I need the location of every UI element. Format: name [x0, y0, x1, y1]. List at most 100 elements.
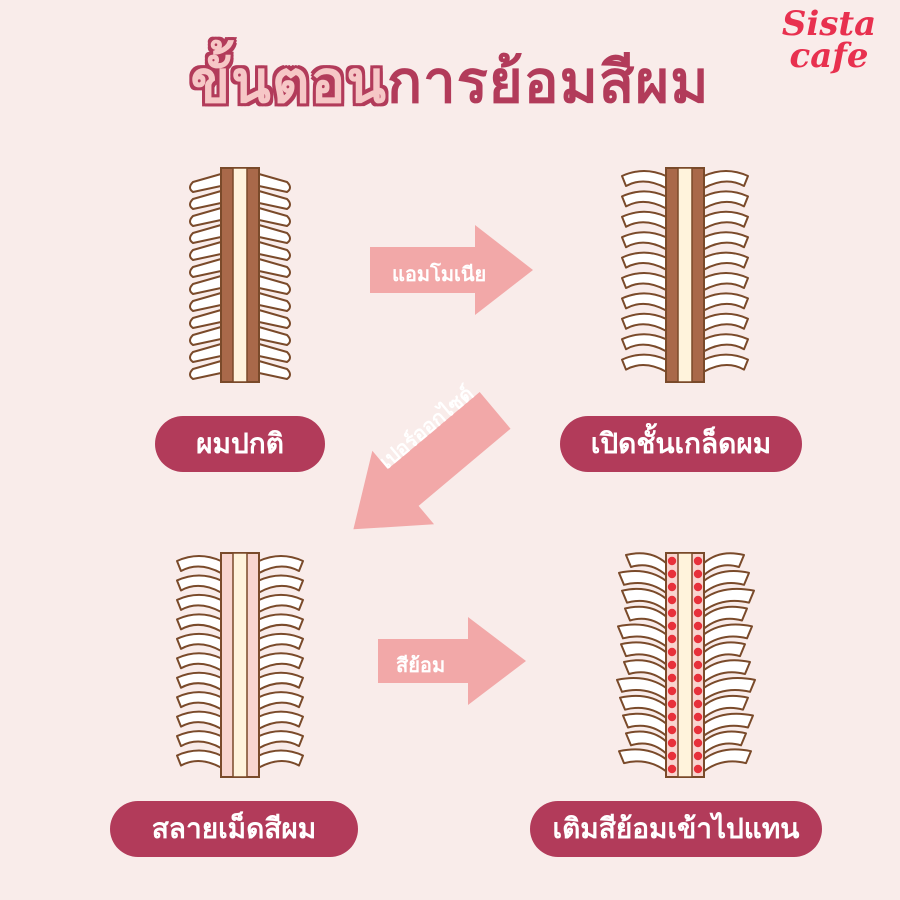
cuticle-scale	[703, 170, 749, 189]
cuticle-scale	[703, 659, 751, 683]
dye-molecule	[693, 608, 703, 618]
cuticle-scale	[189, 360, 222, 380]
dye-molecule	[693, 686, 703, 696]
cuticle-scale	[176, 710, 222, 730]
cuticle-scale	[625, 730, 667, 755]
cuticle-scale	[258, 613, 304, 633]
cuticle-scale	[176, 671, 222, 691]
cuticle-scale	[619, 694, 667, 719]
dye-molecule	[693, 595, 703, 605]
cuticle-scale	[189, 190, 222, 210]
cuticle-scale	[621, 353, 667, 373]
cuticle-scale	[189, 207, 222, 227]
cuticle-scale	[621, 272, 667, 291]
dye-molecule	[693, 647, 703, 657]
cuticle-scale	[176, 555, 222, 574]
cuticle-scale	[258, 207, 291, 227]
cuticle-scale	[703, 251, 749, 271]
cuticle-scale	[703, 333, 749, 353]
cuticle-scale	[616, 677, 667, 701]
dye-molecule	[667, 621, 677, 631]
dye-molecule	[667, 647, 677, 657]
dye-molecule	[667, 712, 677, 722]
hair-medulla	[677, 552, 693, 778]
arrow-diagonal-icon	[353, 391, 511, 530]
logo-line-2: cafe	[789, 36, 869, 76]
cuticle-scale	[621, 333, 667, 353]
cuticle-scale	[703, 605, 748, 630]
cuticle-scale	[625, 552, 667, 576]
cuticle-scale	[703, 190, 749, 210]
dye-molecule	[667, 634, 677, 644]
hair-dye-filled-illustration	[616, 552, 756, 778]
cuticle-scale	[258, 224, 291, 244]
cuticle-scale	[258, 632, 304, 652]
step-label-pigment-removed: สลายเม็ดสีผม	[110, 801, 358, 857]
cuticle-scale	[622, 712, 667, 737]
cuticle-scale	[189, 309, 222, 329]
cuticle-scale	[621, 292, 667, 312]
cuticle-scale	[258, 343, 291, 363]
cuticle-scale	[703, 712, 754, 737]
dye-molecule	[693, 556, 703, 566]
cuticle-scale	[176, 730, 222, 750]
sistacafe-logo: Sista cafe	[774, 4, 884, 76]
hair-open-cuticle-illustration	[621, 167, 749, 383]
cuticle-scale	[703, 353, 749, 373]
cuticle-scale	[703, 623, 753, 648]
dye-molecule	[693, 699, 703, 709]
dye-molecule	[667, 582, 677, 592]
cuticle-scale	[176, 749, 222, 769]
cuticle-scale	[624, 605, 667, 630]
cuticle-scale	[703, 272, 749, 291]
cuticle-scale	[176, 691, 222, 711]
cuticle-scale	[258, 710, 304, 730]
cuticle-scale	[258, 326, 291, 346]
cuticle-scale	[621, 587, 667, 612]
dye-molecule	[667, 556, 677, 566]
cuticle-scale	[703, 292, 749, 312]
cuticle-scale	[617, 623, 667, 648]
dye-molecule	[693, 751, 703, 761]
hair-medulla	[232, 167, 248, 383]
cuticle-scale	[703, 552, 745, 576]
arrow-right-icon	[378, 617, 526, 705]
dye-molecule	[693, 660, 703, 670]
cuticle-scale	[189, 258, 222, 278]
cuticle-scale	[621, 231, 667, 251]
cuticle-scale	[258, 258, 291, 278]
cuticle-scale	[621, 170, 667, 189]
dye-molecule	[693, 621, 703, 631]
cuticle-scale	[620, 641, 667, 666]
cuticle-scale	[623, 659, 667, 683]
cuticle-scale	[258, 652, 304, 672]
step-label-text: สลายเม็ดสีผม	[151, 812, 317, 845]
hair-medulla	[677, 167, 693, 383]
cuticle-scale	[258, 360, 291, 380]
cuticle-scale	[176, 574, 222, 594]
cuticle-scale	[621, 190, 667, 210]
dye-molecule	[693, 582, 703, 592]
dye-molecule	[667, 738, 677, 748]
cuticle-scale	[703, 587, 755, 612]
hair-medulla	[232, 552, 248, 778]
cuticle-scale	[258, 671, 304, 691]
cuticle-scale	[258, 574, 304, 594]
cuticle-scale	[621, 210, 667, 230]
dye-molecule	[667, 673, 677, 683]
cuticle-scale	[703, 570, 750, 594]
cuticle-scale	[258, 241, 291, 261]
logo-line-1: Sista	[781, 4, 877, 44]
cuticle-scale	[176, 593, 222, 613]
cuticle-scale	[258, 555, 304, 574]
dye-molecule	[693, 712, 703, 722]
hair-normal-illustration	[189, 167, 291, 383]
cuticle-scale	[189, 173, 222, 193]
cuticle-scale	[189, 343, 222, 363]
dye-molecule	[667, 725, 677, 735]
arrow-label-dye: สีย้อม	[396, 653, 446, 677]
cuticle-scale	[703, 312, 749, 332]
cuticle-scale	[189, 275, 222, 295]
dye-molecule	[667, 751, 677, 761]
hair-pigment-removed-illustration	[176, 552, 304, 778]
